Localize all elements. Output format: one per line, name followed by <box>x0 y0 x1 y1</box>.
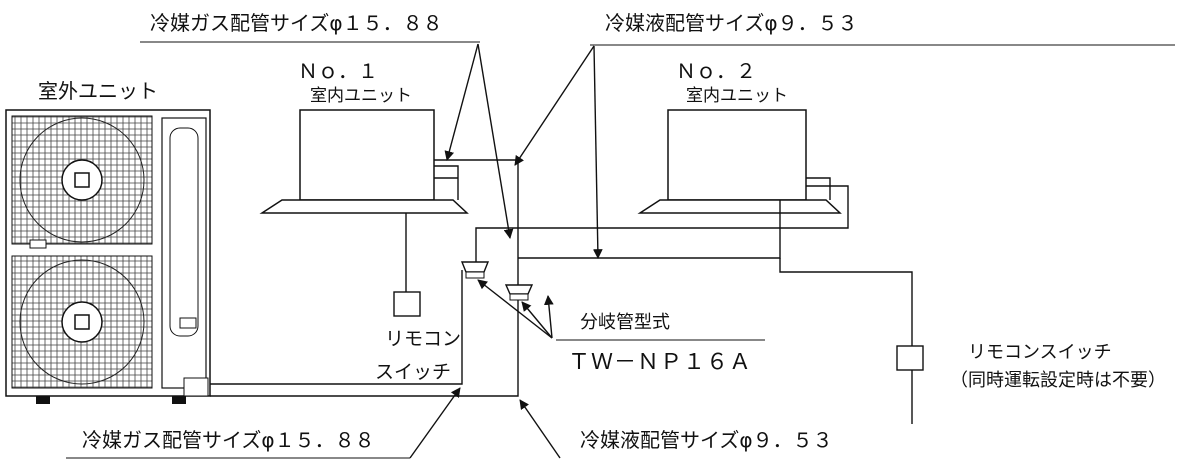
liquid-leader-top-2 <box>592 45 603 259</box>
gas-leader-top-1 <box>444 43 479 161</box>
remote-switch-2-label-line1: リモコンスイッチ <box>968 342 1112 363</box>
remote-switch-1-label-line2: スイッチ <box>375 361 451 383</box>
branch-leader-2 <box>521 301 553 339</box>
outdoor-unit-label: 室外ユニット <box>38 79 158 103</box>
liquid-pipe-size-label-top: 冷媒液配管サイズφ９．５３ <box>605 11 858 35</box>
indoor-unit-1-label: 室内ユニット <box>310 86 412 106</box>
branch-leader-1 <box>477 279 553 339</box>
remote-switch-2-label-line2: （同時運転設定時は不要） <box>950 370 1166 391</box>
branch-pipe-model: ＴＷ－ＮＰ１６Ａ <box>568 350 752 375</box>
indoor-unit-2 <box>637 109 842 214</box>
indoor-unit-1 <box>259 109 469 214</box>
refrigerant-piping <box>210 159 913 424</box>
remote-switch-1-label-line1: リモコン <box>385 328 461 350</box>
gas-pipe-size-label-bottom: 冷媒ガス配管サイズφ１５．８８ <box>82 428 375 452</box>
gas-leader-bottom <box>409 387 461 459</box>
gas-leader-top-2 <box>477 43 514 239</box>
branch-coupler-gas <box>460 261 490 279</box>
liquid-leader-top-1 <box>514 45 595 166</box>
indoor-unit-2-label: 室内ユニット <box>686 86 788 106</box>
indoor-unit-1-number: Ｎｏ．１ <box>298 59 378 83</box>
gas-pipe-size-label-top: 冷媒ガス配管サイズφ１５．８８ <box>150 11 443 35</box>
branch-coupler-liquid <box>504 284 534 301</box>
branch-leader-3 <box>543 295 554 339</box>
liquid-pipe-size-label-bottom: 冷媒液配管サイズφ９．５３ <box>580 428 833 452</box>
remote-switch-2 <box>896 345 924 371</box>
remote-switch-1 <box>393 291 421 317</box>
indoor-unit-2-number: Ｎｏ．２ <box>676 59 756 83</box>
liquid-leader-bottom <box>519 399 561 459</box>
branch-pipe-type-label: 分岐管型式 <box>580 312 670 333</box>
outdoor-unit <box>5 109 211 404</box>
